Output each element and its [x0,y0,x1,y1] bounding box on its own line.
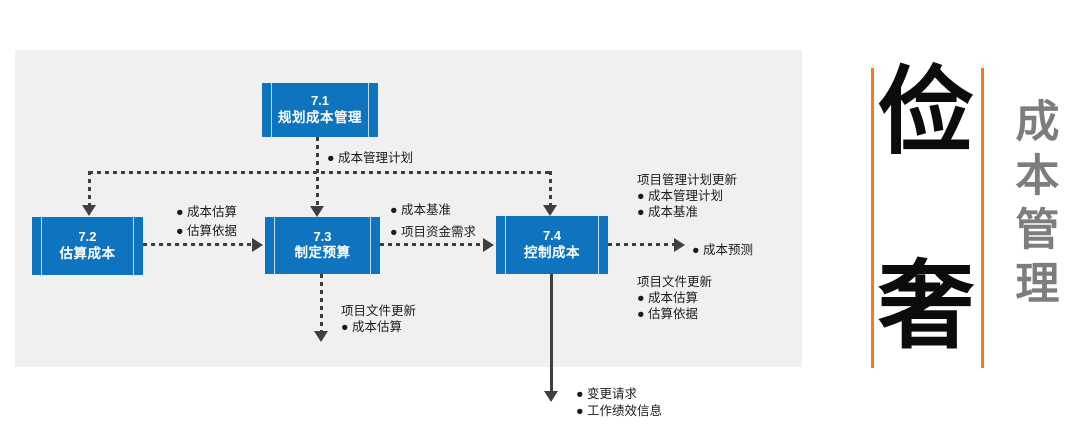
process-name: 规划成本管理 [278,109,362,125]
process-number: 7.3 [313,228,332,244]
arrowhead-73-output-icon [314,331,328,342]
process-number: 7.2 [78,229,97,245]
process-name: 控制成本 [524,244,580,260]
label-74-outputs-top: 项目管理计划更新 ● 成本管理计划 ● 成本基准 [637,172,737,220]
process-box-7-2: 7.2 估算成本 [32,217,143,275]
label-basis-of-estimates: ● 估算依据 [176,224,238,238]
label-funding-requirements: ● 项目资金需求 [390,225,477,239]
process-name: 制定预算 [294,245,351,261]
label-74-outputs-bottom: 项目文件更新 ● 成本估算 ● 估算依据 [637,274,712,322]
label-line: ● 成本基准 [637,205,699,219]
orange-divider-right [981,68,984,368]
process-number: 7.1 [310,93,330,109]
connector-73-to-74 [380,243,483,246]
arrowhead-into-74-left-icon [483,238,494,252]
label-cost-management-plan: ● 成本管理计划 [327,151,414,165]
label-cost-estimates: ● 成本估算 [176,205,238,219]
connector-73-down [320,274,323,332]
label-cost-baseline: ● 成本基准 [390,203,452,217]
process-box-7-3: 7.3 制定预算 [265,217,380,274]
arrowhead-74-forecast-icon [674,238,685,252]
label-line: ● 工作绩效信息 [576,404,663,418]
label-line: 项目管理计划更新 [637,173,738,187]
label-73-outputs: 项目文件更新 ● 成本估算 [341,303,416,335]
orange-divider-left [871,68,874,368]
vertical-chapter-title: 成本管理 [1008,98,1058,314]
label-line: ● 成本估算 [341,320,403,334]
process-name: 估算成本 [59,245,116,261]
connector-branch-left [88,171,91,205]
label-line: ● 成本管理计划 [637,189,724,203]
connector-74-down-solid [550,274,553,392]
connector-main-horizontal [89,171,551,174]
connector-72-to-73 [143,243,253,246]
process-number: 7.4 [542,228,562,244]
process-box-7-4: 7.4 控制成本 [496,216,608,274]
big-character-top: 俭 [878,56,974,168]
label-line: ● 变更请求 [576,387,638,401]
process-box-7-1: 7.1 规划成本管理 [262,83,378,137]
label-74-bottom-outputs: ● 变更请求 ● 工作绩效信息 [576,386,662,420]
big-character-bottom: 奢 [878,250,974,362]
connector-branch-right [549,171,552,205]
label-line: 项目文件更新 [637,275,713,289]
label-line: ● 估算依据 [637,307,699,321]
arrowhead-into-73-left-icon [252,238,263,252]
label-cost-forecasts: ● 成本预测 [692,243,754,257]
arrowhead-into-74-top-icon [543,205,557,216]
diagram-background-panel [15,50,802,367]
arrowhead-into-73-top-icon [310,206,324,217]
arrowhead-74-bottom-icon [544,391,558,402]
label-line: 项目文件更新 [341,304,417,318]
label-line: ● 成本估算 [637,291,699,305]
arrowhead-into-72-top-icon [82,205,96,216]
connector-74-right [608,243,674,246]
